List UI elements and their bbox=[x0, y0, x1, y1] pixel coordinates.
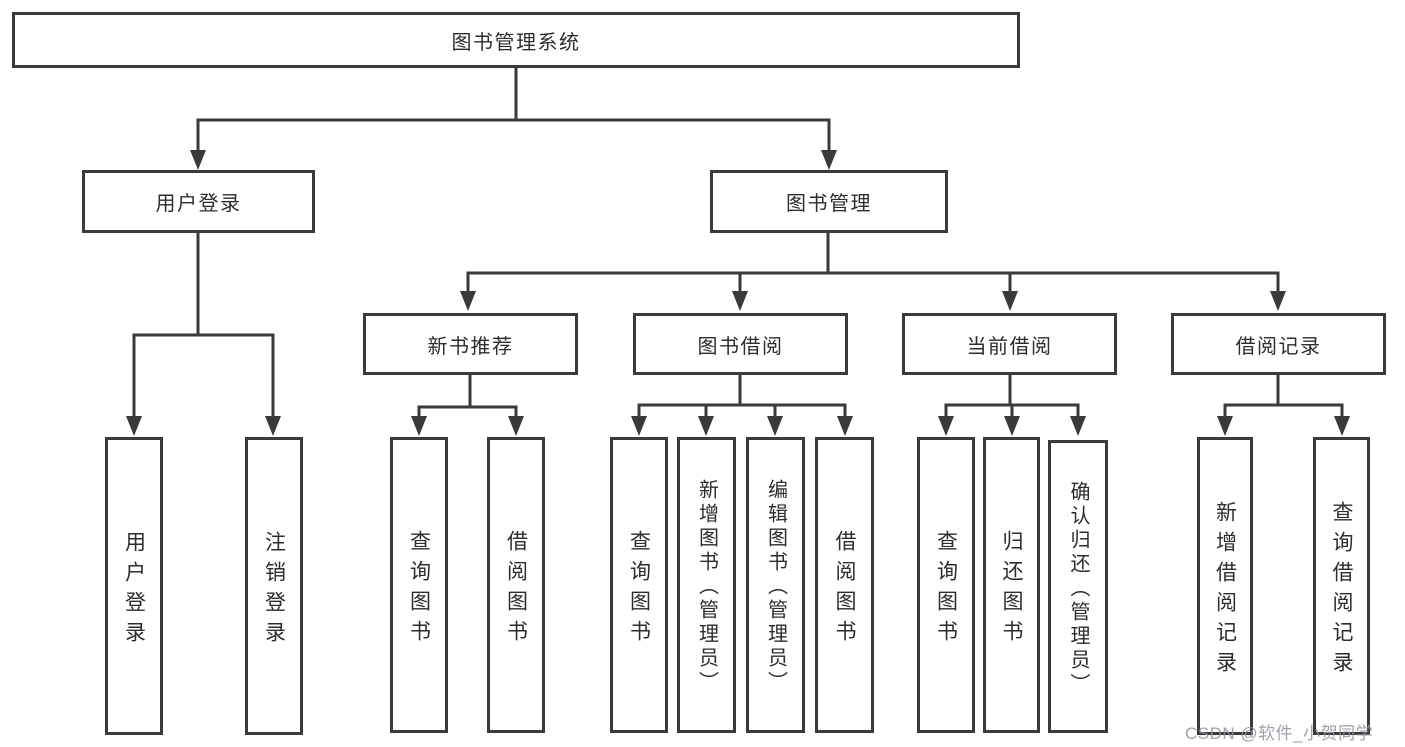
arrow-icon bbox=[460, 291, 476, 311]
arrow-icon bbox=[1217, 416, 1233, 436]
node-label: 注销登录 bbox=[262, 530, 286, 651]
arrow-icon bbox=[732, 291, 748, 311]
node-current-borrowing: 当前借阅 bbox=[902, 313, 1117, 375]
arrow-icon bbox=[265, 416, 281, 436]
node-label: 借阅图书 bbox=[833, 529, 856, 650]
node-confirm-return-admin: 确认归还（管理员） bbox=[1048, 440, 1108, 733]
arrow-icon bbox=[821, 150, 837, 170]
node-label: 编辑图书（管理员） bbox=[764, 479, 787, 695]
node-user-login-module: 用户登录 bbox=[82, 170, 315, 233]
node-new-book-recommendation: 新书推荐 bbox=[363, 313, 578, 375]
arrow-icon bbox=[1334, 416, 1350, 436]
node-label: 新书推荐 bbox=[427, 335, 514, 358]
arrow-icon bbox=[698, 416, 714, 436]
arrow-icon bbox=[631, 416, 647, 436]
node-label: 图书借阅 bbox=[697, 335, 784, 358]
node-return-books: 归还图书 bbox=[983, 437, 1040, 733]
node-add-books-admin: 新增图书（管理员） bbox=[677, 437, 736, 733]
arrow-icon bbox=[1070, 416, 1086, 436]
arrow-icon bbox=[1004, 416, 1020, 436]
node-user-login-action: 用户登录 bbox=[105, 437, 163, 735]
node-edit-books-admin: 编辑图书（管理员） bbox=[746, 437, 805, 733]
arrow-icon bbox=[411, 416, 427, 436]
node-query-books-2: 查询图书 bbox=[610, 437, 668, 733]
arrow-icon bbox=[767, 416, 783, 436]
node-book-management-module: 图书管理 bbox=[710, 170, 948, 233]
node-label: 查询图书 bbox=[934, 529, 958, 650]
arrow-icon bbox=[1270, 291, 1286, 311]
arrow-icon bbox=[938, 416, 954, 436]
node-label: 用户登录 bbox=[155, 193, 242, 215]
node-query-books-1: 查询图书 bbox=[390, 437, 448, 733]
node-label: 图书管理 bbox=[786, 193, 872, 215]
node-library-system: 图书管理系统 bbox=[12, 12, 1020, 68]
connector-lines bbox=[132, 68, 1344, 421]
node-label: 查询借阅记录 bbox=[1330, 500, 1353, 681]
node-query-borrow-record: 查询借阅记录 bbox=[1313, 437, 1370, 735]
node-logout-action: 注销登录 bbox=[245, 437, 303, 735]
arrow-icon bbox=[1002, 291, 1018, 311]
node-add-borrow-record: 新增借阅记录 bbox=[1197, 437, 1253, 735]
arrow-icon bbox=[126, 416, 142, 436]
arrowheads bbox=[126, 150, 1350, 436]
arrow-icon bbox=[508, 416, 524, 436]
node-label: 图书管理系统 bbox=[451, 31, 581, 54]
node-label: 当前借阅 bbox=[966, 335, 1053, 358]
node-label: 确认归还（管理员） bbox=[1067, 480, 1089, 697]
node-label: 借阅记录 bbox=[1235, 335, 1322, 358]
arrow-icon bbox=[190, 150, 206, 170]
node-label: 查询图书 bbox=[407, 529, 431, 650]
csdn-watermark: CSDN @软件_小贺同学 bbox=[1185, 724, 1374, 743]
node-label: 新增图书（管理员） bbox=[695, 479, 718, 695]
node-borrow-books-2: 借阅图书 bbox=[815, 437, 874, 733]
node-borrowing-records: 借阅记录 bbox=[1171, 313, 1386, 375]
node-book-borrowing: 图书借阅 bbox=[633, 313, 848, 375]
arrow-icon bbox=[837, 416, 853, 436]
node-label: 新增借阅记录 bbox=[1213, 500, 1237, 681]
node-label: 归还图书 bbox=[1000, 529, 1023, 650]
node-label: 借阅图书 bbox=[504, 529, 528, 650]
node-query-books-3: 查询图书 bbox=[917, 437, 975, 733]
node-label: 用户登录 bbox=[122, 530, 146, 651]
node-borrow-books-1: 借阅图书 bbox=[487, 437, 545, 733]
node-label: 查询图书 bbox=[627, 529, 651, 650]
